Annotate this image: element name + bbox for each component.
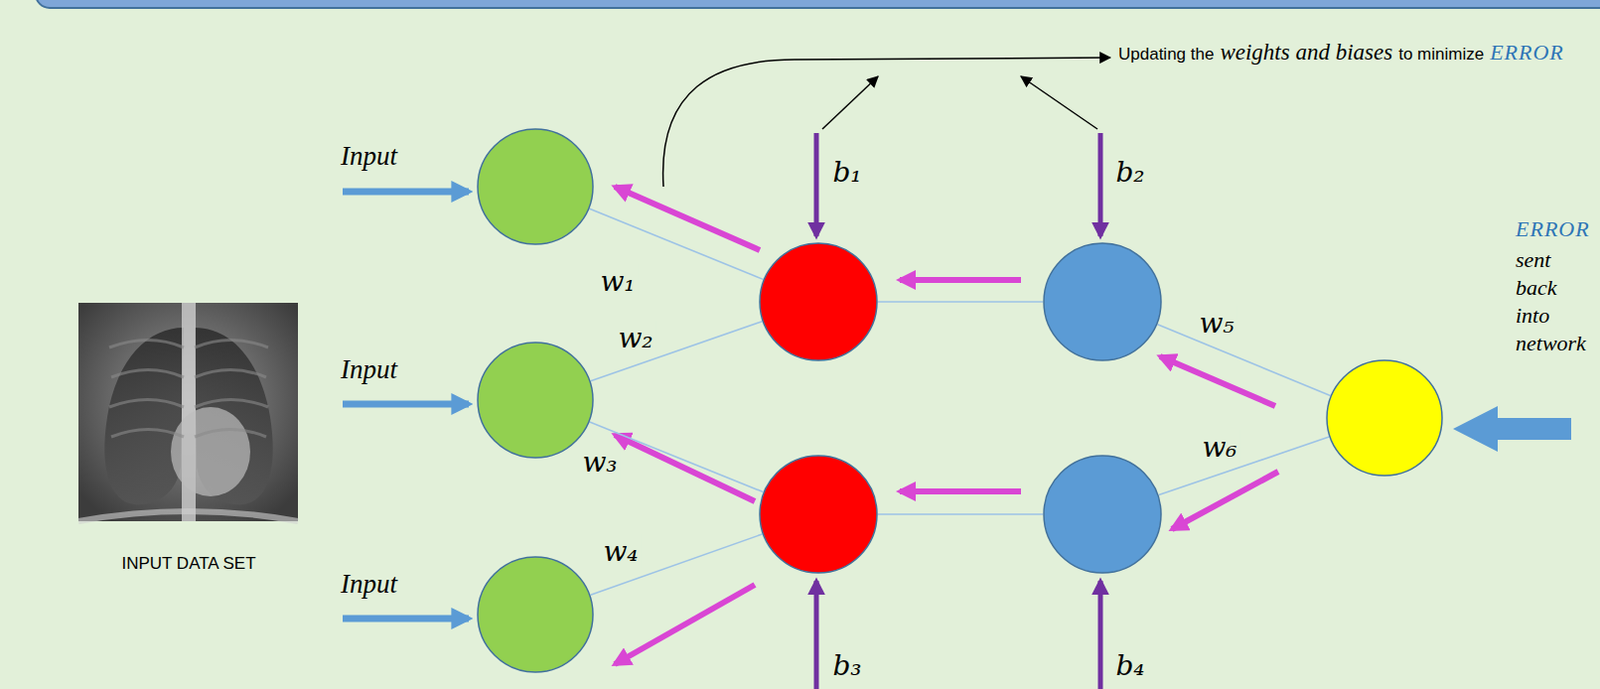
neuron-circle (476, 556, 594, 674)
caption-text: ERROR (1489, 39, 1565, 66)
backprop-arrow (614, 435, 755, 502)
hidden-neuron (1042, 242, 1163, 362)
weight-label: w₁ (596, 265, 638, 298)
caption-text: to minimize (1398, 44, 1484, 65)
weight-label: w₆ (1198, 431, 1240, 464)
update-arrow (822, 76, 878, 130)
error-label: ERROR (1515, 216, 1591, 243)
neuron-circle (477, 129, 593, 245)
update-arrow (663, 57, 1111, 187)
backprop-arrow (614, 186, 760, 251)
weight-connection (590, 321, 763, 382)
input-label: Input (340, 354, 398, 386)
input-arrow (342, 401, 469, 409)
update-caption: Updating theweights and biasesto minimiz… (1118, 39, 1565, 66)
bias-label: b₁ (832, 155, 862, 189)
weight-connection (1157, 324, 1330, 397)
bias-arrow (1098, 581, 1104, 689)
bias-arrow (814, 133, 820, 237)
weight-connection (590, 534, 763, 595)
hidden-neuron (758, 454, 878, 575)
neuron-circle (759, 243, 877, 361)
backprop-arrow (899, 488, 1021, 495)
frame-band (35, 0, 1600, 8)
input-neuron (476, 556, 594, 674)
backprop-arrow (899, 277, 1021, 284)
bias-label: b₄ (1115, 649, 1145, 683)
chest-xray (78, 302, 298, 522)
dataset-caption: INPUT DATA SET (121, 554, 256, 575)
bias-arrow (814, 581, 820, 689)
input-neuron (476, 341, 594, 459)
caption-text: weights and biases (1219, 39, 1393, 66)
bias-label: b₃ (832, 649, 862, 683)
bias-label: b₂ (1115, 155, 1145, 189)
error-note: sent back into network (1515, 246, 1587, 358)
weight-connection (877, 513, 1043, 516)
output-neuron (1325, 359, 1444, 477)
update-arrow (1020, 76, 1098, 130)
neuron-circle (477, 557, 593, 673)
hidden-neuron (758, 242, 878, 362)
weight-label: w₅ (1195, 306, 1237, 340)
neuron-circle (1043, 243, 1162, 361)
neuron-circle (1043, 455, 1162, 574)
input-arrow (342, 188, 469, 196)
weight-connection (877, 300, 1043, 303)
neuron-circle (759, 455, 877, 574)
neuron-circle (1042, 454, 1163, 575)
neuron-circle (1326, 360, 1443, 476)
neuron-circle (758, 242, 878, 362)
caption-text: Updating the (1118, 44, 1214, 65)
neuron-circle (476, 128, 594, 246)
neuron-circle (758, 454, 878, 575)
neuron-circle (477, 342, 593, 458)
input-arrow (342, 615, 469, 623)
input-label: Input (340, 141, 398, 172)
backprop-arrow (1171, 471, 1279, 530)
weight-label: w₂ (614, 321, 656, 355)
error-arrow (1453, 406, 1572, 452)
hidden-neuron (1042, 454, 1163, 575)
weight-label: w₄ (599, 535, 641, 569)
neuron-circle (1325, 359, 1444, 477)
neuron-circle (476, 341, 594, 459)
backprop-arrow (1160, 356, 1276, 407)
weight-connection (1159, 436, 1329, 496)
weight-label: w₃ (579, 445, 620, 479)
bias-arrow (1098, 133, 1104, 237)
neuron-circle (1042, 242, 1163, 362)
backprop-arrow (614, 584, 755, 665)
input-label: Input (340, 569, 398, 600)
input-neuron (476, 128, 594, 246)
